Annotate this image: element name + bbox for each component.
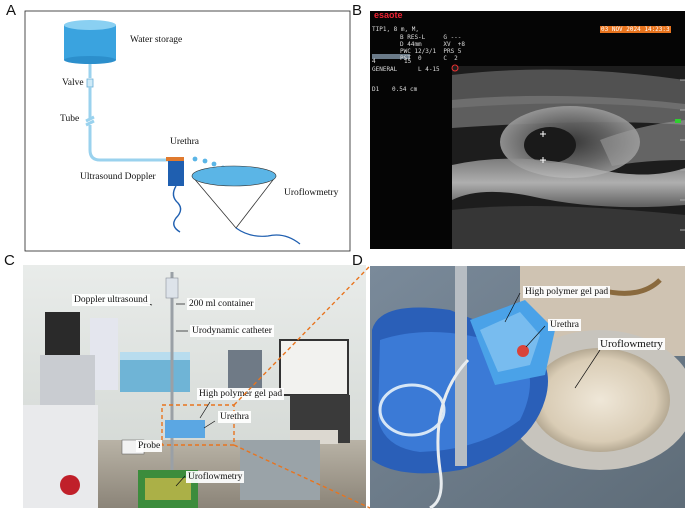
label-uroflowmetry-c: Uroflowmetry [186, 471, 245, 483]
label-probe: Probe [136, 440, 163, 452]
label-container: 200 ml container [187, 298, 256, 310]
ultrasound-brand: esaote [374, 10, 403, 20]
clear-cup [378, 383, 446, 437]
panel-letter-c: C [4, 252, 15, 269]
label-valve: Valve [62, 78, 84, 88]
water-storage-tank [64, 20, 116, 64]
focus-marker [675, 119, 681, 123]
label-uroflowmetry-a: Uroflowmetry [284, 188, 339, 198]
greyscale-high: 15 [404, 58, 412, 65]
label-catheter: Urodynamic catheter [190, 325, 274, 337]
orientation-marker [451, 64, 459, 72]
label-ultrasound-doppler: Ultrasound Doppler [80, 172, 156, 182]
label-urethra-c: Urethra [218, 411, 252, 423]
ultrasound-preset: GENERAL [372, 66, 398, 73]
panel-letter-b: B [352, 2, 363, 19]
ultrasound-info-block: B RES-L G --- D 44mm XV +8 PWC 12/3/1 PR… [400, 34, 466, 62]
catheter-tubing [429, 358, 470, 510]
ultrasound-scan-field [452, 66, 685, 249]
equipment-cart [240, 440, 320, 500]
depth-scale-right [680, 79, 685, 231]
panel-letter-a: A [6, 2, 17, 19]
pc-monitor [279, 339, 349, 396]
label-urethra-a: Urethra [170, 137, 200, 147]
label-water-storage: Water storage [130, 35, 183, 45]
measure-value: 0.54 cm [392, 86, 418, 93]
urethra-marker [166, 157, 184, 161]
label-tube: Tube [60, 114, 80, 124]
funnel-cable [235, 227, 301, 245]
label-urethra-d: Urethra [548, 319, 582, 331]
panel-letter-d: D [352, 252, 363, 269]
label-uroflowmetry-d: Uroflowmetry [598, 338, 665, 350]
container-bag [165, 277, 179, 299]
ultrasound-date: 03 NOV 2024 14:23:3 [600, 26, 671, 33]
label-gel-pad-c: High polymer gel pad [197, 388, 285, 400]
ultrasound-machine-base [23, 405, 98, 508]
machine-logo [60, 475, 80, 495]
greyscale-low: 4 [372, 58, 376, 65]
label-gel-pad-d: High polymer gel pad [523, 286, 611, 298]
gel-pad-area [165, 420, 205, 438]
ultrasound-monitor [45, 312, 80, 360]
label-doppler-ultrasound: Doppler ultrasound [72, 294, 150, 306]
ultrasound-info-line1: TIP1, 8 m, M, [372, 26, 419, 33]
measurement-calipers [540, 131, 546, 163]
doppler-cable [172, 185, 182, 233]
greyscale-bar [372, 54, 410, 59]
zoom-region-box [161, 404, 235, 446]
urethra-spot [517, 345, 529, 357]
doppler-probe-icon [168, 161, 184, 186]
ultrasound-probe-model: L 4-15 [418, 66, 440, 73]
tube-body [85, 87, 168, 162]
measure-label: D1 [372, 86, 380, 93]
